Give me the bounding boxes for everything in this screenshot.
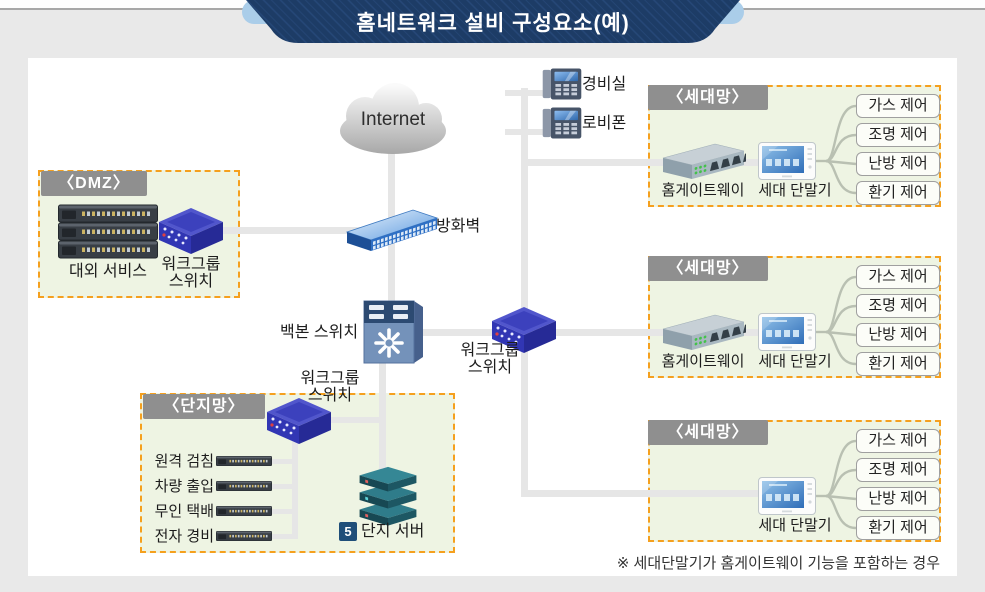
wallpad-icon-2 bbox=[758, 313, 816, 351]
page-title: 홈네트워크 설비 구성요소(예) bbox=[356, 12, 630, 35]
phone-icon-lobby bbox=[542, 107, 582, 139]
complex-device-label-1: 원격 검침 bbox=[154, 453, 214, 470]
complex-server-icon-1 bbox=[216, 452, 272, 470]
banner-ribbon bbox=[242, 0, 744, 43]
backbone-switch-label: 백본 스위치 bbox=[280, 324, 359, 341]
lobby-phone-label: 로비폰 bbox=[582, 115, 627, 132]
household-1-header: 〈세대망〉 bbox=[648, 85, 768, 110]
home-gateway-label-1: 홈게이트웨이 bbox=[661, 182, 745, 199]
security-office-label: 경비실 bbox=[582, 76, 627, 93]
connector-stub-1 bbox=[268, 459, 296, 464]
connector-branch-1 bbox=[525, 159, 670, 166]
home-gateway-icon-1 bbox=[660, 138, 746, 184]
dmz-servers-label: 대외 서비스 bbox=[68, 263, 148, 280]
firewall-icon bbox=[343, 205, 439, 255]
wallpad-label-1: 세대 단말기 bbox=[758, 182, 832, 199]
wallpad-icon-3 bbox=[758, 477, 816, 515]
dmz-header: 〈DMZ〉 bbox=[41, 171, 147, 196]
connector-phone-2 bbox=[505, 129, 547, 135]
dmz-server-icon-1 bbox=[58, 204, 158, 223]
connector-stub-3 bbox=[268, 509, 296, 514]
connector-branch-3 bbox=[521, 490, 779, 497]
connector-backbone-complex bbox=[379, 350, 386, 472]
control-box-heat-2: 난방 제어 bbox=[856, 323, 940, 347]
complex-server-icon-3 bbox=[216, 502, 272, 520]
connector-phone-1 bbox=[505, 90, 547, 96]
complex-device-label-3: 무인 택배 bbox=[154, 503, 214, 520]
control-box-gas-2: 가스 제어 bbox=[856, 265, 940, 289]
workgroup-switch-label-line1: 워크그룹 bbox=[460, 342, 520, 359]
dmz-switch-label: 워크그룹 스위치 bbox=[149, 256, 233, 290]
control-box-gas-3: 가스 제어 bbox=[856, 429, 940, 453]
complex-server-badge: 5 bbox=[339, 522, 357, 541]
dmz-server-icon-2 bbox=[58, 222, 158, 241]
control-box-light-1: 조명 제어 bbox=[856, 123, 940, 147]
control-box-light-3: 조명 제어 bbox=[856, 458, 940, 482]
household-2-header: 〈세대망〉 bbox=[648, 256, 768, 281]
internet-cloud-icon bbox=[340, 83, 446, 154]
dmz-server-icon-3 bbox=[58, 240, 158, 259]
workgroup-switch-label-line2: 스위치 bbox=[467, 359, 513, 376]
dmz-workgroup-switch-icon bbox=[155, 206, 227, 258]
household-3-header: 〈세대망〉 bbox=[648, 420, 768, 445]
home-gateway-label-2: 홈게이트웨이 bbox=[661, 353, 745, 370]
complex-device-label-4: 전자 경비 bbox=[154, 528, 214, 545]
workgroup-switch-label: 워크그룹 스위치 bbox=[448, 342, 532, 376]
footnote: ※ 세대단말기가 홈게이트웨이 기능을 포함하는 경우 bbox=[616, 555, 940, 572]
dmz-switch-label-line1: 워크그룹 bbox=[161, 256, 221, 273]
control-box-heat-3: 난방 제어 bbox=[856, 487, 940, 511]
wallpad-label-2: 세대 단말기 bbox=[758, 353, 832, 370]
connector-riser-trunk bbox=[521, 88, 528, 497]
control-box-vent-1: 환기 제어 bbox=[856, 181, 940, 205]
wallpad-label-3: 세대 단말기 bbox=[758, 517, 832, 534]
control-box-vent-3: 환기 제어 bbox=[856, 516, 940, 540]
complex-device-label-2: 차량 출입 bbox=[154, 478, 214, 495]
control-box-vent-2: 환기 제어 bbox=[856, 352, 940, 376]
complex-server-icon-2 bbox=[216, 477, 272, 495]
wallpad-icon-1 bbox=[758, 142, 816, 180]
complex-switch-label: 워크그룹 스위치 bbox=[288, 370, 372, 404]
complex-header: 〈단지망〉 bbox=[143, 394, 265, 419]
complex-server-label: 단지 서버 bbox=[361, 523, 425, 540]
internet-label: Internet bbox=[360, 109, 426, 130]
control-box-heat-1: 난방 제어 bbox=[856, 152, 940, 176]
complex-server-icon-4 bbox=[216, 527, 272, 545]
backbone-switch-icon bbox=[362, 299, 426, 365]
connector-dmz-firewall bbox=[128, 227, 360, 234]
complex-switch-label-line2: 스위치 bbox=[307, 387, 353, 404]
phone-icon-security bbox=[542, 68, 582, 100]
connector-complex-switch bbox=[326, 417, 382, 423]
complex-switch-label-line1: 워크그룹 bbox=[300, 370, 360, 387]
connector-stub-2 bbox=[268, 484, 296, 489]
connector-stub-4 bbox=[268, 534, 296, 539]
home-gateway-icon-2 bbox=[660, 309, 746, 355]
firewall-label: 방화벽 bbox=[436, 218, 481, 235]
control-box-light-2: 조명 제어 bbox=[856, 294, 940, 318]
control-box-gas-1: 가스 제어 bbox=[856, 94, 940, 118]
dmz-switch-label-line2: 스위치 bbox=[168, 273, 214, 290]
